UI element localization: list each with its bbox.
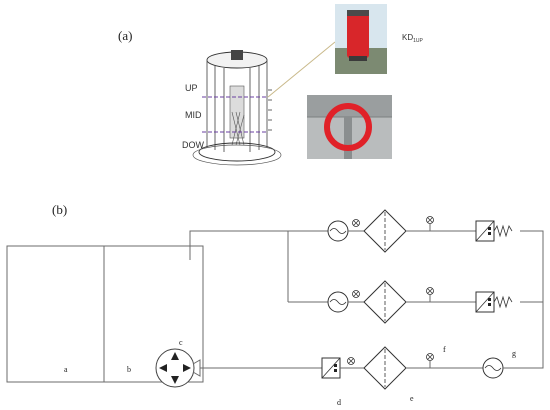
ring-photo: [307, 95, 392, 159]
sensor-photo: [335, 4, 387, 74]
level-label-up: UP: [185, 83, 198, 93]
label-d: d: [337, 398, 341, 407]
level-label-mid: MID: [185, 110, 202, 120]
photo-label: KD1UP: [402, 33, 424, 44]
panel-b: (b) a b c d: [6, 202, 544, 407]
level-label-dow: DOW: [182, 140, 205, 150]
sensor-housing-drawing: [192, 41, 336, 166]
label-a: a: [64, 365, 68, 374]
pump-c: [155, 348, 201, 388]
pipe-return: [189, 230, 328, 260]
label-e: e: [410, 394, 414, 403]
top-branch: [327, 209, 513, 253]
label-b: b: [127, 365, 131, 374]
filter-e: [340, 346, 407, 390]
pipe-right-riser: [503, 230, 544, 369]
panel-a: (a) UP MID: [118, 4, 424, 166]
middle-branch: [327, 280, 513, 324]
panel-b-label: (b): [52, 202, 67, 217]
label-g: g: [512, 349, 516, 358]
flow-meter-g: [482, 357, 504, 379]
label-c: c: [179, 338, 183, 347]
label-f: f: [443, 345, 446, 354]
panel-a-label: (a): [118, 28, 132, 43]
flow-controller-d: [321, 357, 341, 379]
valve-f: [426, 353, 434, 368]
tank-a-b: [6, 245, 204, 383]
